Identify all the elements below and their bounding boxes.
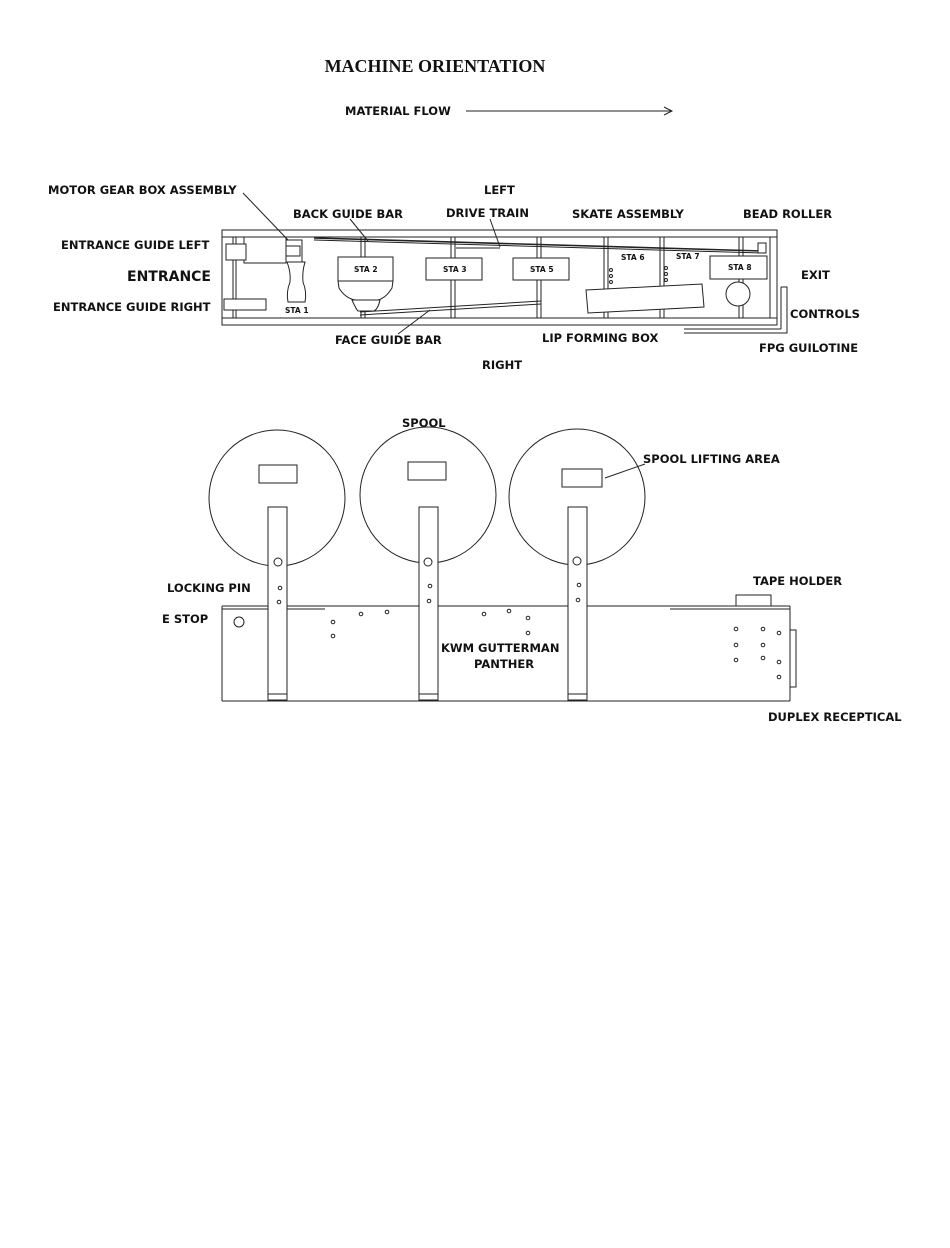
label-bead-roller: BEAD ROLLER [743, 207, 832, 221]
sta-8-box [709, 255, 768, 280]
label-motor-gear-box: MOTOR GEAR BOX ASSEMBLY [48, 183, 237, 197]
label-machine-name-line1: KWM GUTTERMAN [441, 641, 559, 655]
e-stop-button [233, 616, 245, 628]
top-view: MOTOR GEAR BOX ASSEMBLY LEFT BACK GUIDE … [48, 183, 860, 372]
sta-7-holes [664, 266, 668, 282]
panel-holes [330, 608, 782, 680]
drive-train-belt [313, 237, 767, 254]
sta-3-box [425, 257, 483, 281]
fpg-guilotine-outline [684, 286, 788, 334]
spool-2 [359, 426, 497, 564]
label-drive-train: DRIVE TRAIN [446, 206, 529, 220]
label-duplex-receptical: DUPLEX RECEPTICAL [768, 710, 902, 724]
label-sta-7: STA 7 [676, 252, 700, 261]
label-sta-5: STA 5 [530, 265, 554, 274]
face-guide-bar [359, 300, 542, 316]
material-flow-label: MATERIAL FLOW [345, 104, 451, 118]
label-spool: SPOOL [402, 416, 446, 430]
label-back-guide-bar: BACK GUIDE BAR [293, 207, 403, 221]
machine-base [221, 594, 797, 702]
skate-assembly-board [585, 283, 705, 314]
label-fpg-guilotine: FPG GUILOTINE [759, 341, 858, 355]
sta-5-box [512, 257, 570, 281]
label-sta-6: STA 6 [621, 253, 645, 262]
label-entrance-guide-right: ENTRANCE GUIDE RIGHT [53, 300, 211, 314]
exit-roller [725, 281, 751, 307]
label-left: LEFT [484, 183, 515, 197]
motor-gear-box [225, 236, 303, 264]
label-entrance-guide-left: ENTRANCE GUIDE LEFT [61, 238, 210, 252]
spool-stand-1 [267, 506, 288, 701]
spool-stand-2 [418, 506, 439, 701]
label-right: RIGHT [482, 358, 522, 372]
material-flow-arrow [466, 106, 674, 116]
label-sta-2: STA 2 [354, 265, 378, 274]
label-machine-name-line2: PANTHER [474, 657, 534, 671]
label-entrance: ENTRANCE [127, 269, 211, 285]
label-sta-8: STA 8 [728, 263, 752, 272]
label-face-guide-bar: FACE GUIDE BAR [335, 333, 442, 347]
label-sta-3: STA 3 [443, 265, 467, 274]
label-spool-lifting-area: SPOOL LIFTING AREA [643, 452, 780, 466]
label-controls: CONTROLS [790, 307, 860, 321]
sta-2-roller [337, 256, 394, 312]
sta-6-holes [609, 268, 613, 284]
page-title: MACHINE ORIENTATION [324, 56, 546, 76]
spool-stand-3 [567, 506, 588, 701]
label-e-stop: E STOP [162, 612, 208, 626]
label-exit: EXIT [801, 268, 830, 282]
label-sta-1: STA 1 [285, 306, 309, 315]
side-view: SPOOL SPOOL LIFTING AREA LOCKING PIN TAP… [162, 416, 902, 724]
label-tape-holder: TAPE HOLDER [753, 574, 842, 588]
label-skate-assembly: SKATE ASSEMBLY [572, 207, 684, 221]
spool-3 [508, 428, 646, 566]
label-lip-forming-box: LIP FORMING BOX [542, 331, 658, 345]
sta-1-roller [286, 261, 307, 303]
label-locking-pin: LOCKING PIN [167, 581, 251, 595]
entrance-guide-right-block [223, 298, 267, 311]
